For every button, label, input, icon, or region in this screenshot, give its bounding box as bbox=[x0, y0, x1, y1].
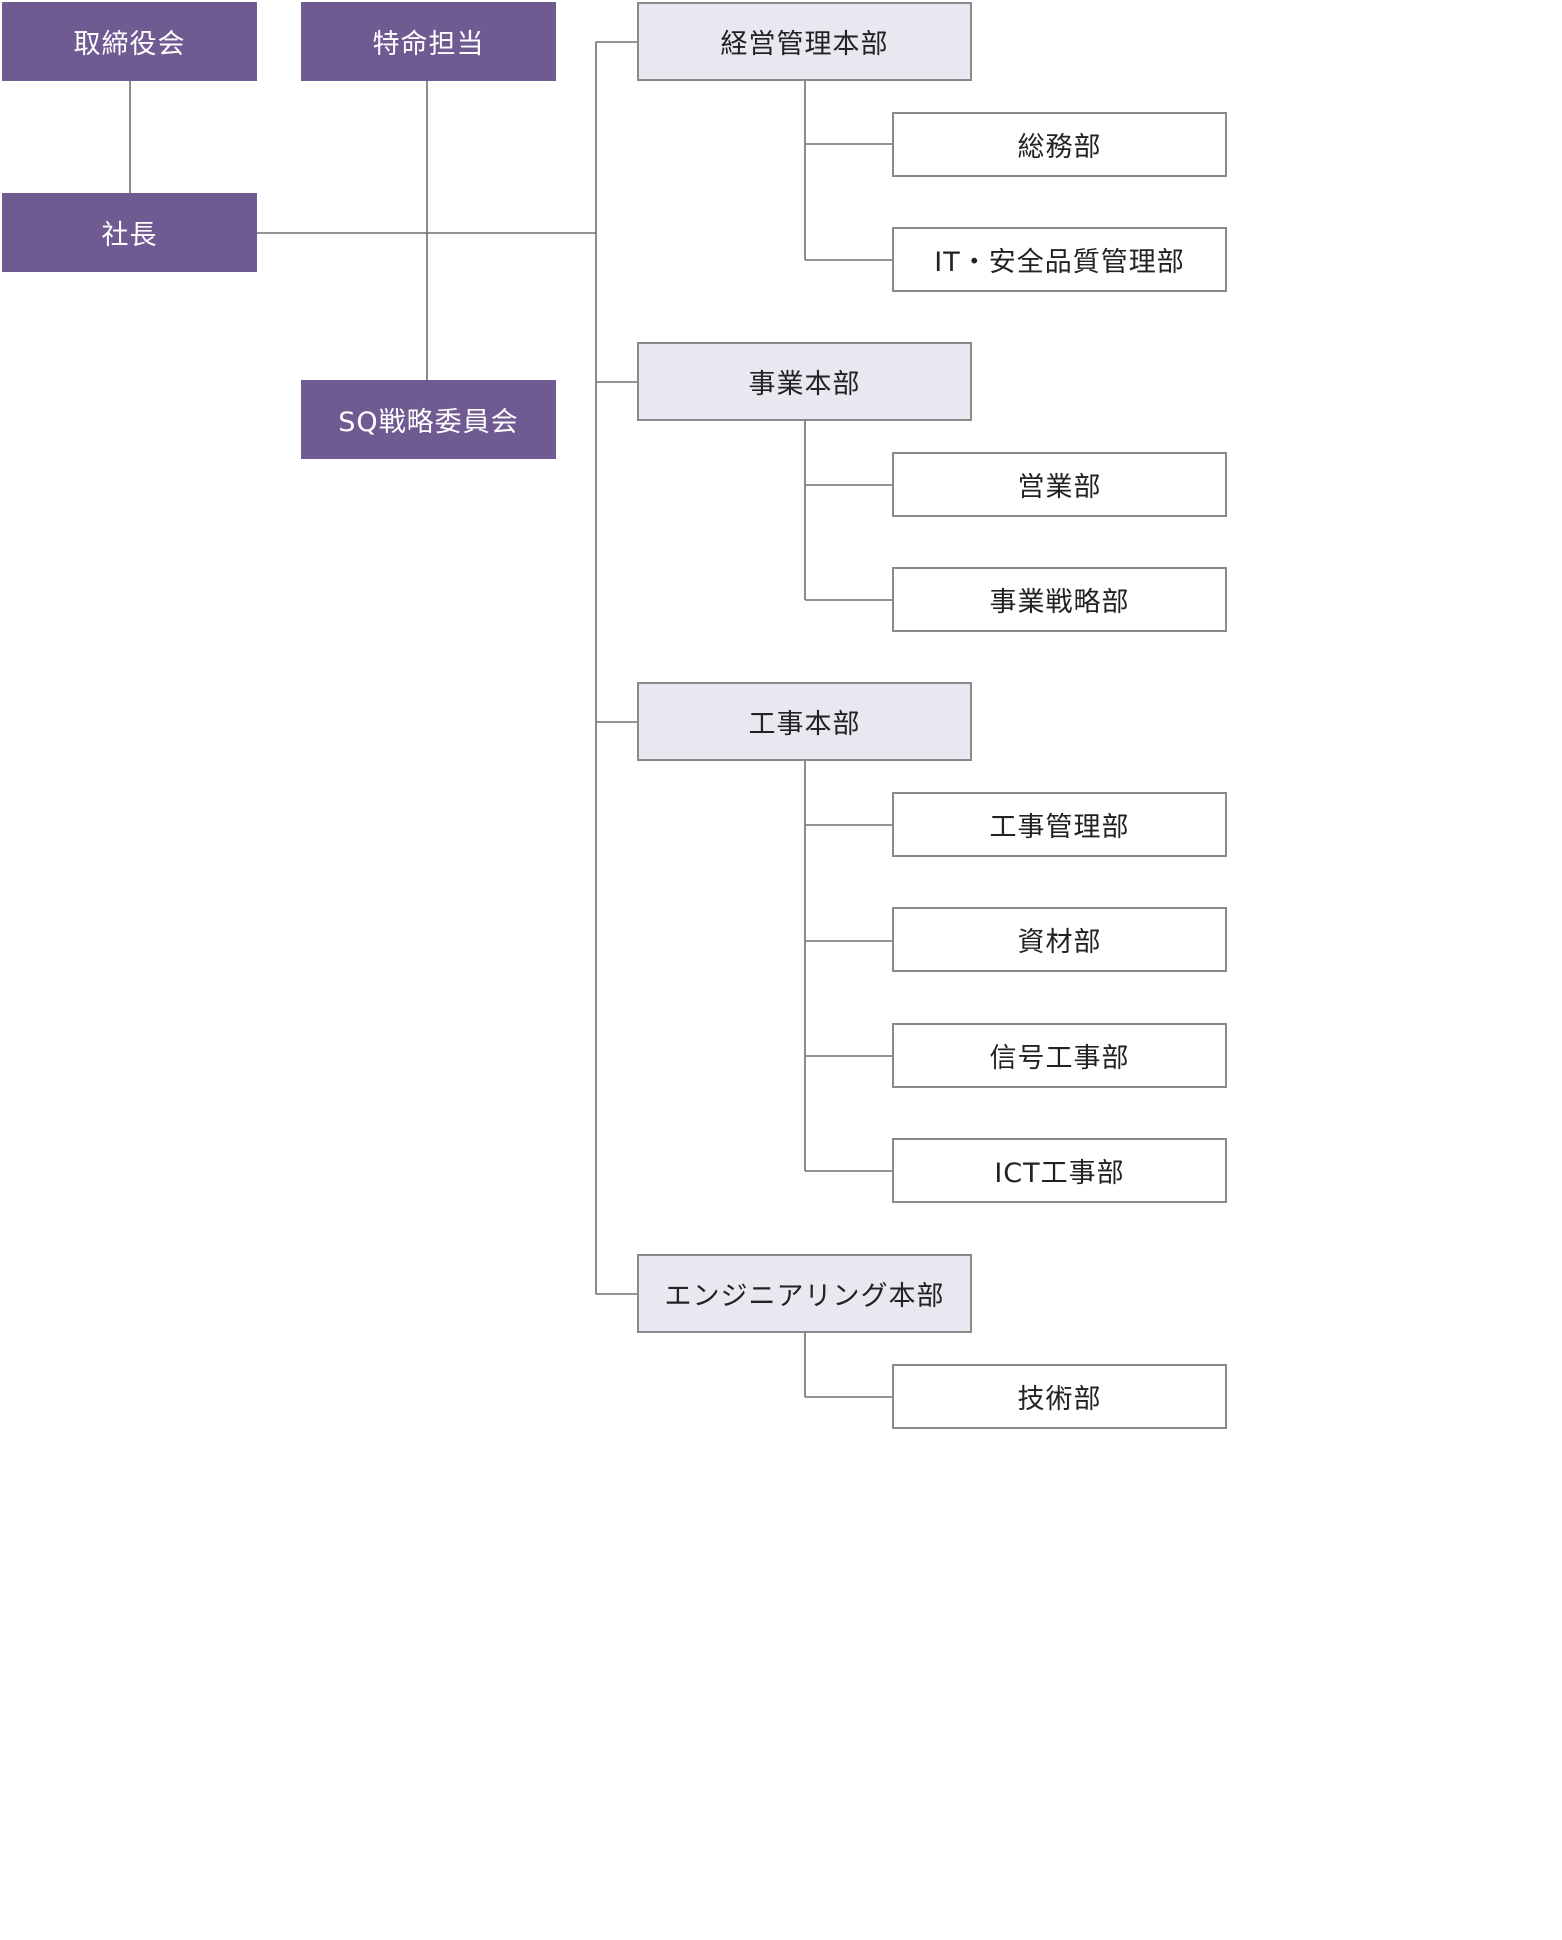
special-assignment-label: 特命担当 bbox=[372, 29, 485, 60]
division-box-construction: 工事本部 bbox=[637, 682, 972, 761]
division-box-engineering: エンジニアリング本部 bbox=[637, 1254, 972, 1333]
division-box-management: 経営管理本部 bbox=[637, 2, 972, 81]
department-label: 営業部 bbox=[1017, 472, 1102, 503]
department-label: 資材部 bbox=[1017, 927, 1102, 958]
department-label: ICT工事部 bbox=[994, 1158, 1125, 1189]
department-label: IT・安全品質管理部 bbox=[934, 247, 1185, 278]
division-label: 工事本部 bbox=[748, 709, 861, 740]
board-box: 取締役会 bbox=[2, 2, 257, 81]
board-label: 取締役会 bbox=[73, 29, 186, 60]
president-box: 社長 bbox=[2, 193, 257, 272]
department-box-ict-construction: ICT工事部 bbox=[892, 1138, 1227, 1203]
department-box-signal-construction: 信号工事部 bbox=[892, 1023, 1227, 1088]
department-label: 事業戦略部 bbox=[989, 587, 1130, 618]
president-label: 社長 bbox=[101, 220, 158, 251]
department-box-it-safety-quality: IT・安全品質管理部 bbox=[892, 227, 1227, 292]
division-label: エンジニアリング本部 bbox=[664, 1281, 945, 1312]
division-box-business: 事業本部 bbox=[637, 342, 972, 421]
department-label: 総務部 bbox=[1017, 132, 1102, 163]
department-box-sales: 営業部 bbox=[892, 452, 1227, 517]
department-box-materials: 資材部 bbox=[892, 907, 1227, 972]
department-label: 技術部 bbox=[1017, 1384, 1102, 1415]
department-box-general-affairs: 総務部 bbox=[892, 112, 1227, 177]
department-box-business-strategy: 事業戦略部 bbox=[892, 567, 1227, 632]
sq-committee-box: SQ戦略委員会 bbox=[301, 380, 556, 459]
department-label: 工事管理部 bbox=[989, 812, 1130, 843]
special-assignment-box: 特命担当 bbox=[301, 2, 556, 81]
division-label: 経営管理本部 bbox=[720, 29, 889, 60]
department-box-construction-management: 工事管理部 bbox=[892, 792, 1227, 857]
sq-committee-label: SQ戦略委員会 bbox=[338, 407, 519, 438]
department-label: 信号工事部 bbox=[989, 1043, 1130, 1074]
department-box-technical: 技術部 bbox=[892, 1364, 1227, 1429]
division-label: 事業本部 bbox=[748, 369, 861, 400]
